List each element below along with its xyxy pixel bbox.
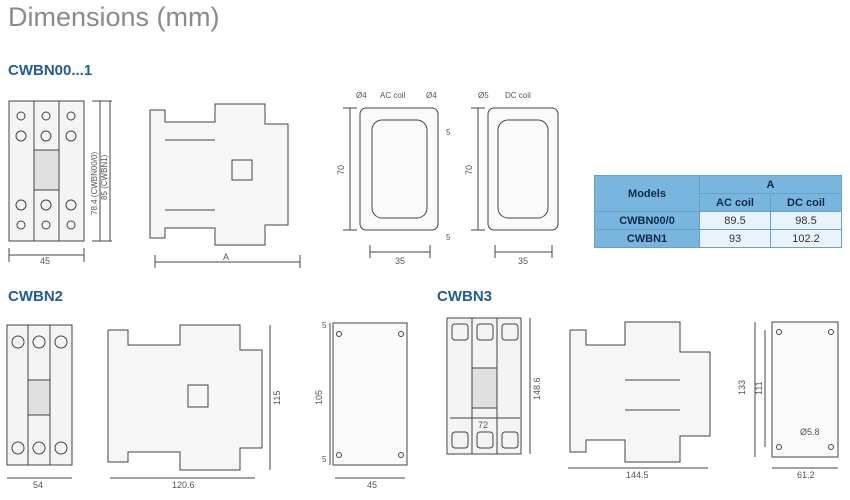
phi5-label: Ø5 xyxy=(478,91,489,100)
dim-54-label: 54 xyxy=(33,480,43,490)
section-title-cwbn2: CWBN2 xyxy=(8,288,63,305)
dim-5-c-label: 5 xyxy=(322,321,327,330)
dim-115-label: 115 xyxy=(272,391,282,405)
dim-144-label: 144.5 xyxy=(626,470,649,480)
dim-45-b-label: 45 xyxy=(367,480,377,490)
model-cell: CWBN1 xyxy=(594,229,700,248)
dim-a-label: A xyxy=(223,252,229,262)
dim-85-label: 85 (CWBN1) xyxy=(100,154,109,200)
phi58-label: Ø5.8 xyxy=(800,427,820,437)
cwbn3-front-view xyxy=(446,317,531,455)
cwbn3-side-view xyxy=(568,321,711,469)
cwbn00-front-view xyxy=(8,100,112,262)
dim-111-label: 111 xyxy=(754,381,764,395)
dc-coil-label: DC coil xyxy=(505,91,531,100)
dim-148-label: 148.6 xyxy=(532,377,542,400)
cwbn2-side-view xyxy=(107,324,271,479)
dim-72-label: 72 xyxy=(478,420,488,430)
dim-5-a-label: 5 xyxy=(446,128,451,137)
ac-value-cell: 89.5 xyxy=(699,211,771,230)
dim-70-b-label: 70 xyxy=(464,165,474,175)
cwbn2-coil-plate xyxy=(329,322,408,479)
dim-45-label: 45 xyxy=(40,256,50,266)
table-row: CWBN1 93 102.2 xyxy=(594,229,842,248)
dc-coil-header: DC coil xyxy=(770,193,842,212)
model-cell: CWBN00/0 xyxy=(594,211,700,230)
ac-coil-label: AC coil xyxy=(380,91,406,100)
a-header: A xyxy=(699,175,842,194)
cwbn2-front-view xyxy=(6,324,73,479)
dim-61-label: 61.2 xyxy=(797,470,815,480)
dc-value-cell: 102.2 xyxy=(770,229,842,248)
models-header: Models xyxy=(594,175,700,212)
section-title-cwbn00-1: CWBN00...1 xyxy=(8,62,93,79)
dim-35-b-label: 35 xyxy=(518,256,528,266)
dim-133-label: 133 xyxy=(737,380,747,395)
dimension-a-table: Models A AC coil DC coil CWBN00/0 89.5 9… xyxy=(594,175,842,248)
ac-value-cell: 93 xyxy=(699,229,771,248)
dim-5-b-label: 5 xyxy=(446,233,451,242)
page-title: Dimensions (mm) xyxy=(8,2,220,32)
cwbn3-coil-plate xyxy=(754,321,839,469)
dc-value-cell: 98.5 xyxy=(770,211,842,230)
dim-105-label: 105 xyxy=(314,390,324,405)
dim-78-label: 78.4 (CWBN00/0) xyxy=(90,152,99,215)
dim-35-a-label: 35 xyxy=(395,256,405,266)
phi4-a-label: Ø4 xyxy=(356,91,367,100)
dc-coil-outline xyxy=(471,107,559,258)
dim-120-label: 120.6 xyxy=(172,480,195,490)
dim-70-a-label: 70 xyxy=(336,165,346,175)
section-title-cwbn3: CWBN3 xyxy=(437,288,492,305)
phi4-b-label: Ø4 xyxy=(426,91,437,100)
dim-5-d-label: 5 xyxy=(322,455,327,464)
ac-coil-header: AC coil xyxy=(699,193,771,212)
cwbn00-side-view xyxy=(149,103,301,268)
ac-coil-outline xyxy=(343,107,439,258)
table-row: CWBN00/0 89.5 98.5 xyxy=(594,211,842,230)
